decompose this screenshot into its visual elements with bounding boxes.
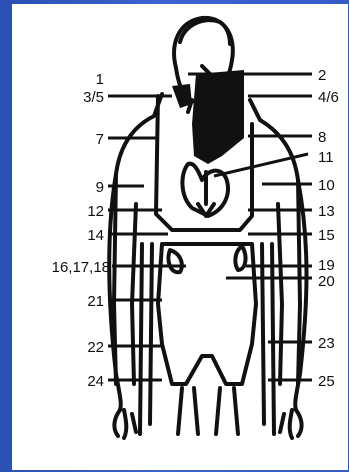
leg-lines-left	[140, 244, 152, 434]
label-19: 19	[318, 257, 335, 274]
label-22: 22	[87, 339, 104, 356]
shoulder-filled-area	[172, 84, 192, 108]
label-4-6: 4/6	[318, 89, 339, 106]
body-diagram: 1 3/5 7 9 12 14 16,17,18 21 22 24 2 4/6 …	[12, 4, 348, 470]
label-10: 10	[318, 177, 335, 194]
label-7: 7	[96, 131, 104, 148]
label-2: 2	[318, 67, 326, 84]
label-1: 1	[96, 71, 104, 88]
label-20: 20	[318, 273, 335, 290]
label-8: 8	[318, 129, 326, 146]
label-11: 11	[318, 149, 334, 166]
diagram-panel: 1 3/5 7 9 12 14 16,17,18 21 22 24 2 4/6 …	[12, 4, 348, 470]
kidney-left	[168, 250, 181, 272]
label-15: 15	[318, 227, 335, 244]
label-23: 23	[318, 335, 335, 352]
chest-filled-area	[192, 70, 244, 164]
label-21: 21	[87, 293, 104, 310]
label-24: 24	[87, 373, 104, 390]
legs	[178, 388, 238, 434]
left-hand	[114, 410, 136, 438]
label-12: 12	[87, 203, 104, 220]
right-arm	[278, 180, 307, 410]
leg-lines-right	[262, 244, 274, 434]
label-13: 13	[318, 203, 335, 220]
right-hand	[280, 410, 302, 438]
label-16-17-18: 16,17,18	[52, 259, 110, 276]
label-14: 14	[87, 227, 104, 244]
kidney-right	[235, 246, 245, 270]
label-25: 25	[318, 373, 335, 390]
label-3-5: 3/5	[83, 89, 104, 106]
label-9: 9	[96, 179, 104, 196]
